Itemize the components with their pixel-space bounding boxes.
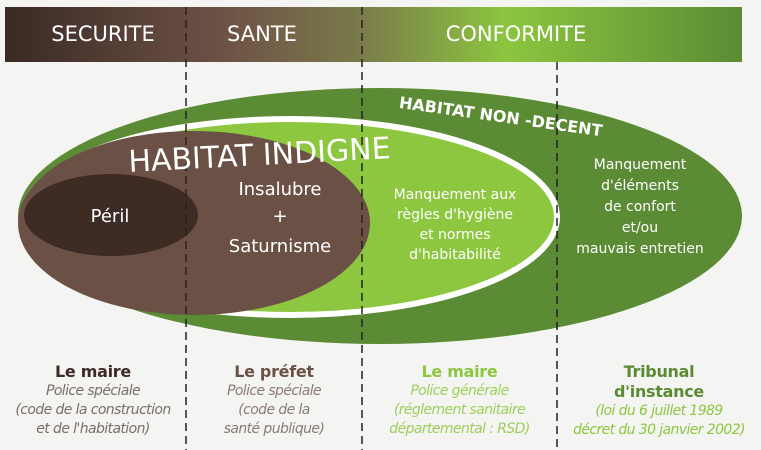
header-conformite: CONFORMITE xyxy=(446,22,587,46)
svg-text:+: + xyxy=(272,206,287,227)
header-sante: SANTE xyxy=(227,22,297,46)
column-dividers xyxy=(185,7,558,450)
manquement-hygiene-label: Manquement aux règles d'hygiène et norme… xyxy=(394,187,517,263)
svg-text:règles d'hygiène: règles d'hygiène xyxy=(397,207,513,223)
svg-text:d'éléments: d'éléments xyxy=(601,178,679,194)
svg-text:Manquement: Manquement xyxy=(594,157,687,173)
manquement-confort-label: Manquement d'éléments de confort et/ou m… xyxy=(576,157,704,257)
authority-maire-speciale: Le maire Police spéciale (code de la con… xyxy=(15,362,171,437)
svg-text:d'habitabilité: d'habitabilité xyxy=(409,247,501,263)
category-header-bar xyxy=(5,7,742,62)
svg-text:Insalubre: Insalubre xyxy=(238,179,321,200)
insalubre-label: Insalubre + Saturnisme xyxy=(229,179,331,257)
header-securite: SECURITE xyxy=(51,22,155,46)
svg-text:Manquement aux: Manquement aux xyxy=(394,187,517,203)
svg-text:et normes: et normes xyxy=(419,227,490,243)
svg-text:de confort: de confort xyxy=(604,199,676,215)
svg-text:Saturnisme: Saturnisme xyxy=(229,236,331,257)
authority-prefet: Le préfet Police spéciale (code de la sa… xyxy=(223,362,325,437)
peril-ellipse xyxy=(24,174,198,256)
svg-text:mauvais entretien: mauvais entretien xyxy=(576,241,704,257)
svg-text:et/ou: et/ou xyxy=(622,220,658,236)
authority-tribunal: Tribunal d'instance (loi du 6 juillet 19… xyxy=(573,362,745,438)
peril-label: Péril xyxy=(91,206,130,227)
authority-maire-generale: Le maire Police générale (réglement sani… xyxy=(389,362,530,437)
